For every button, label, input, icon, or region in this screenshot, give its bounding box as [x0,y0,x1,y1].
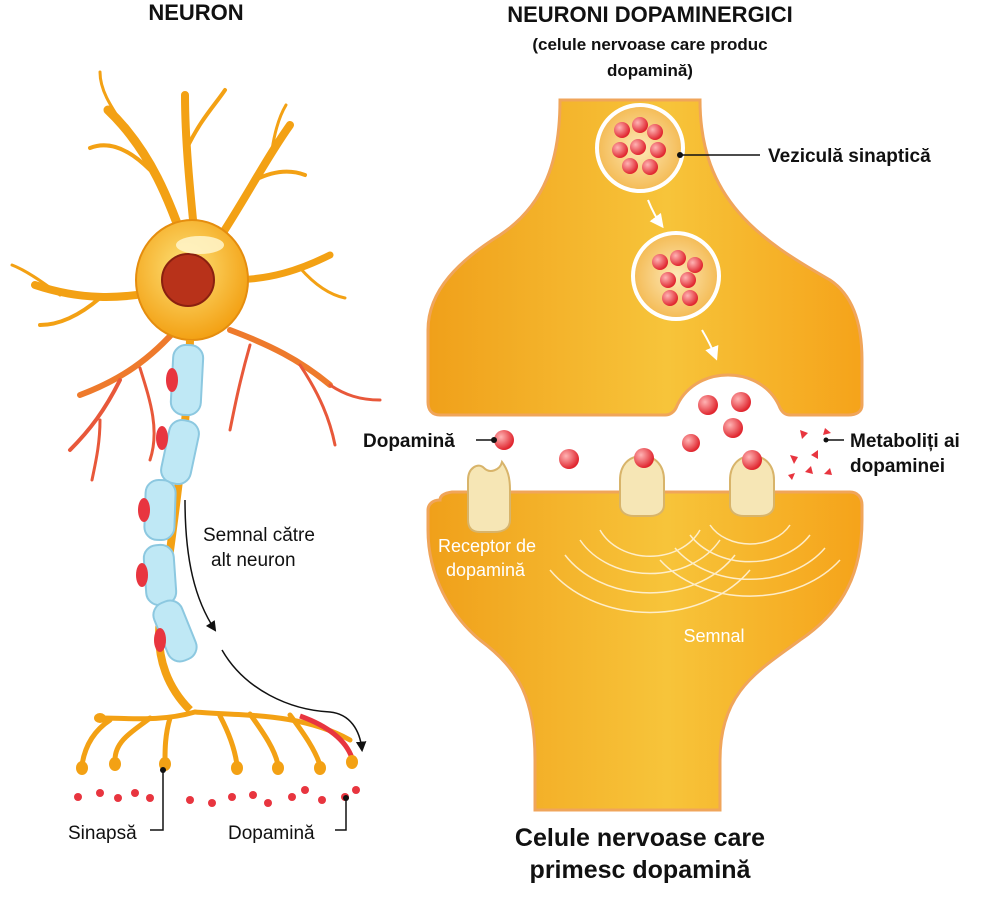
signal-label-right: Semnal [683,626,744,646]
vesicle-arrow-2 [701,329,719,361]
metabolites-line2: dopaminei [850,456,945,477]
synapse-leader [150,770,164,831]
dopamine-metabolites [788,428,832,480]
dopamine-label-left: Dopamină [228,823,315,844]
synapse-illustration [426,98,864,812]
neuron-illustration [10,70,382,831]
dopaminergic-title: NEURONI DOPAMINERGICI [507,2,793,27]
nodes-of-ranvier [136,368,178,652]
signal-label-line1: Semnal către [203,525,315,546]
myelin-sheaths [142,343,205,663]
dopamine-receptors [467,454,775,533]
nucleus [161,253,215,307]
subtitle-line1: (celule nervoase care produc [532,35,767,54]
released-dopamine-dots [74,786,360,807]
receptor-line2: dopamină [446,560,526,580]
soma-highlight [176,236,224,254]
bottom-line2: primesc dopamină [530,856,752,884]
synaptic-vesicle-2 [631,231,721,321]
dopamine-leader-left [335,798,347,831]
synaptic-vesicle-1 [595,103,685,193]
signal-waves [549,524,841,614]
vesicle-label: Veziculă sinaptică [768,146,931,167]
synapse-label: Sinapsă [68,823,137,844]
receptor-line1: Receptor de [438,536,536,556]
postsynaptic-neuron [426,490,864,812]
signal-arrow-1 [184,499,217,632]
dopamine-label-right: Dopamină [363,431,455,452]
signal-arrow-2 [221,649,367,753]
terminal-buttons [76,713,358,775]
signal-label-line2: alt neuron [211,550,296,571]
subtitle-line2: dopamină) [607,61,693,80]
cleft-dopamine [494,392,762,470]
vesicle-arrow-1 [647,199,664,229]
neuron-title: NEURON [148,0,243,25]
bottom-line1: Celule nervoase care [515,824,765,852]
metabolites-line1: Metaboliți ai [850,431,960,452]
